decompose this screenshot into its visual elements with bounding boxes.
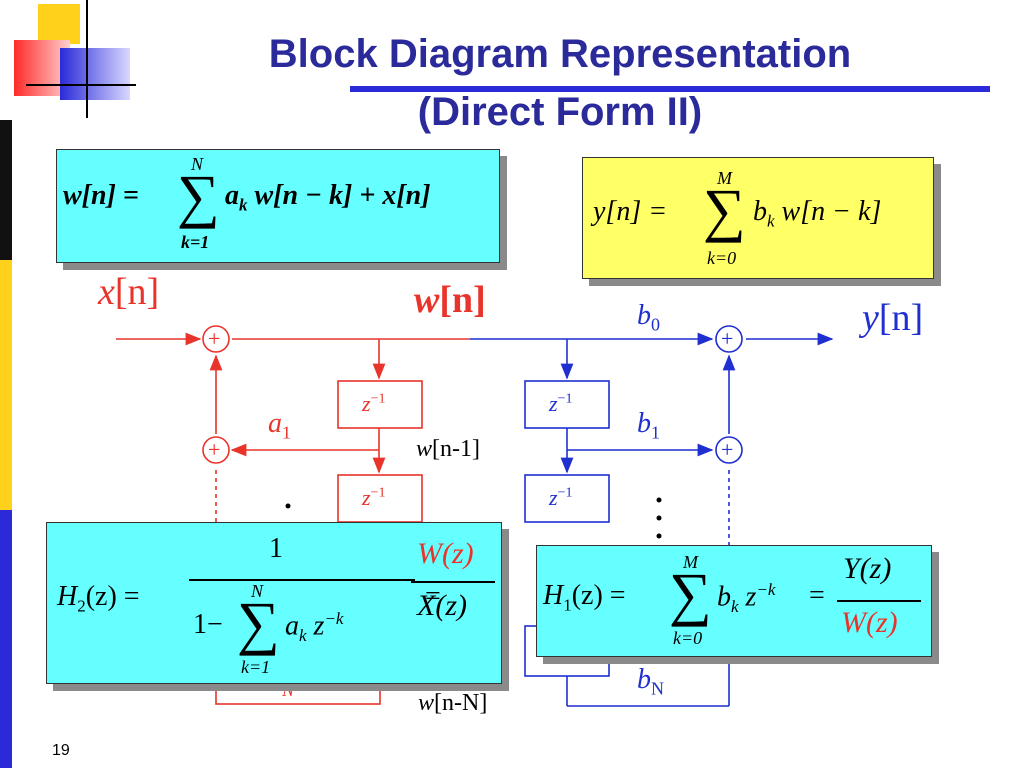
output-label: y[n] — [862, 297, 924, 339]
equation-h2-lhs: H2(z) = — [57, 581, 140, 616]
equation-box-y-n: y[n] = M ∑ k=0 bk w[n − k] — [582, 157, 934, 279]
delay-block-left-1 — [337, 380, 423, 429]
delay-block-right-2 — [524, 474, 610, 523]
equation-box-w-n: w[n] = N ∑ k=1 ak w[n − k] + x[n] — [56, 149, 500, 263]
fraction-line — [411, 581, 495, 583]
coef-a1-label: a1 — [268, 408, 291, 443]
coef-b1-label: b1 — [637, 408, 660, 443]
title-underline — [350, 86, 990, 92]
adder-mid-left — [202, 436, 230, 464]
delay-label-left-n: −N — [270, 680, 295, 700]
fraction-line — [189, 579, 415, 581]
delay-label-left-1: z−1 — [362, 391, 386, 416]
feedback-lines — [116, 332, 470, 522]
page-number: 19 — [52, 742, 70, 759]
w-label: w[n] — [414, 279, 486, 321]
sum-symbol: ∑ — [669, 561, 712, 627]
sum-symbol: ∑ — [703, 177, 746, 243]
feedforward-lines — [470, 332, 834, 707]
adder-plus-2: + — [208, 437, 221, 462]
delay-label-right-1: z−1 — [549, 391, 573, 416]
adders — [202, 325, 743, 464]
equation-y-n: y[n] = — [593, 196, 668, 227]
ellipsis-dots — [285, 497, 662, 539]
equation-box-h1: H1(z) = M ∑ k=0 bk z−k = Y(z) W(z) — [536, 545, 932, 657]
corner-decoration — [0, 0, 140, 120]
coef-bN-label: bN — [637, 664, 664, 699]
slide-title-line2: (Direct Form II) — [417, 90, 703, 134]
delay-block-left-2 — [337, 474, 423, 523]
delay-block-right-1 — [524, 380, 610, 429]
sum-symbol: ∑ — [237, 590, 280, 656]
signal-w-n-N-label: w[n-N] — [418, 690, 488, 716]
fraction-line — [837, 600, 921, 602]
adder-plus-3: + — [721, 326, 734, 351]
equation-h1-lhs: H1(z) = — [543, 580, 626, 615]
delay-label-left-2: z−1 — [362, 485, 386, 510]
adder-mid-right — [715, 436, 743, 464]
adder-top-left — [202, 325, 230, 353]
left-edge-strip — [0, 120, 12, 260]
sum-symbol: ∑ — [177, 163, 220, 229]
coef-b0-label: b0 — [637, 300, 660, 335]
input-label: x[n] — [98, 271, 160, 313]
delay-label-right-2: z−1 — [549, 485, 573, 510]
adder-plus-1: + — [208, 326, 221, 351]
equation-w-n: w[n] = — [63, 180, 139, 211]
slide-title-line1: Block Diagram Representation — [268, 32, 852, 76]
equation-box-h2: H2(z) = 1 1− N ∑ k=1 ak z−k = W(z) X(z) — [46, 522, 502, 684]
signal-w-n-1-label: w[n-1] — [416, 436, 480, 462]
adder-plus-4: + — [721, 437, 734, 462]
adder-top-right — [715, 325, 743, 353]
